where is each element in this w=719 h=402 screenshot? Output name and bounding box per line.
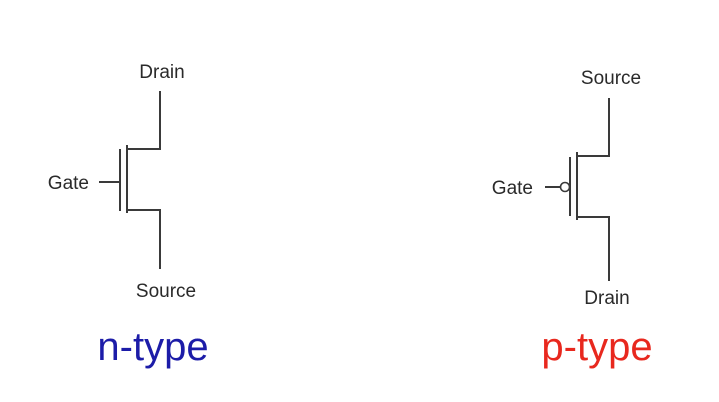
pmos-gate-bubble-icon [559,181,571,193]
pmos-source-label: Source [581,68,641,89]
nmos-drain-label: Drain [139,62,184,83]
pmos-source-wire [576,98,610,157]
pmos-gate-label: Gate [492,178,533,199]
nmos-gate-label: Gate [48,173,89,194]
nmos-source-wire [126,209,161,269]
pmos-symbol: Source Gate Drain p-type [492,68,653,369]
nmos-type-label: n-type [97,325,208,369]
nmos-source-label: Source [136,281,196,302]
nmos-drain-wire [126,91,161,150]
pmos-type-label: p-type [541,325,652,369]
pmos-drain-wire [576,216,610,281]
pmos-drain-label: Drain [584,288,629,309]
nmos-symbol: Drain Gate Source n-type [48,62,209,369]
